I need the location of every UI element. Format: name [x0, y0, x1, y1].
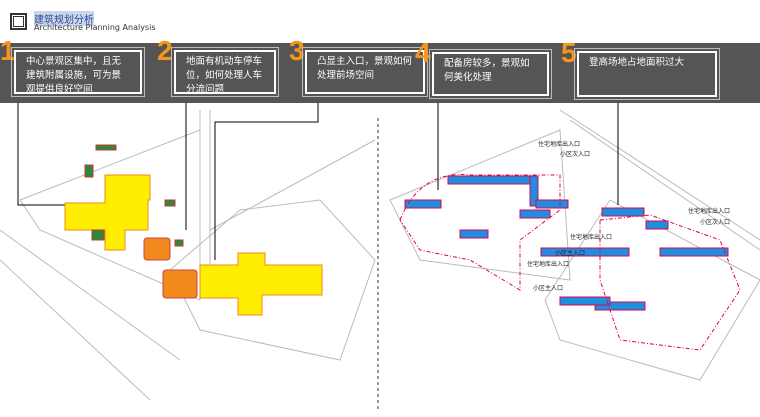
- right-plan: 住宅地库出入口 小区次入口 住宅地库出入口 小区次入口 住宅地库出入口 小区主入…: [399, 140, 741, 351]
- entrance-landscape: [199, 252, 323, 316]
- page-title: 建筑规划分析: [34, 11, 94, 26]
- label-garage-entry: 住宅地库出入口: [538, 140, 580, 148]
- issue-number: 5: [561, 37, 577, 68]
- roads: [0, 109, 760, 401]
- page-subtitle: Architecture Planning Analysis: [34, 23, 156, 32]
- label-main-entry: 小区主入口: [533, 284, 563, 292]
- issue-box: 中心景观区集中，且无建筑附属设施，可为景观提供良好空间: [11, 47, 145, 97]
- fire-route: [399, 174, 741, 351]
- connector-lines: [17, 103, 619, 260]
- issue-box: 登高场地占地面积过大: [574, 48, 720, 100]
- issue-number: 1: [0, 35, 16, 66]
- label-secondary-entry: 小区次入口: [560, 150, 590, 158]
- label-main-entry: 小区主入口: [555, 249, 585, 257]
- issue-box: 配备房较多，景观如何美化处理: [429, 49, 552, 99]
- issue-number: 2: [157, 35, 173, 66]
- issue-box: 凸显主入口，景观如何处理前场空间: [302, 47, 428, 97]
- section-icon: [10, 13, 27, 30]
- issue-number: 4: [415, 37, 431, 68]
- central-landscape: [64, 174, 151, 251]
- label-garage-entry: 住宅地库出入口: [570, 233, 612, 241]
- issue-number: 3: [289, 35, 305, 66]
- left-plan: [64, 144, 323, 316]
- parking-plaza: [143, 237, 171, 261]
- label-garage-entry: 住宅地库出入口: [688, 207, 730, 215]
- label-secondary-entry: 小区次入口: [700, 218, 730, 226]
- issue-box: 地面有机动车停车位，如何处理人车分流问题: [171, 47, 279, 97]
- main-entry-plaza: [162, 269, 198, 299]
- label-garage-entry: 住宅地库出入口: [527, 260, 569, 268]
